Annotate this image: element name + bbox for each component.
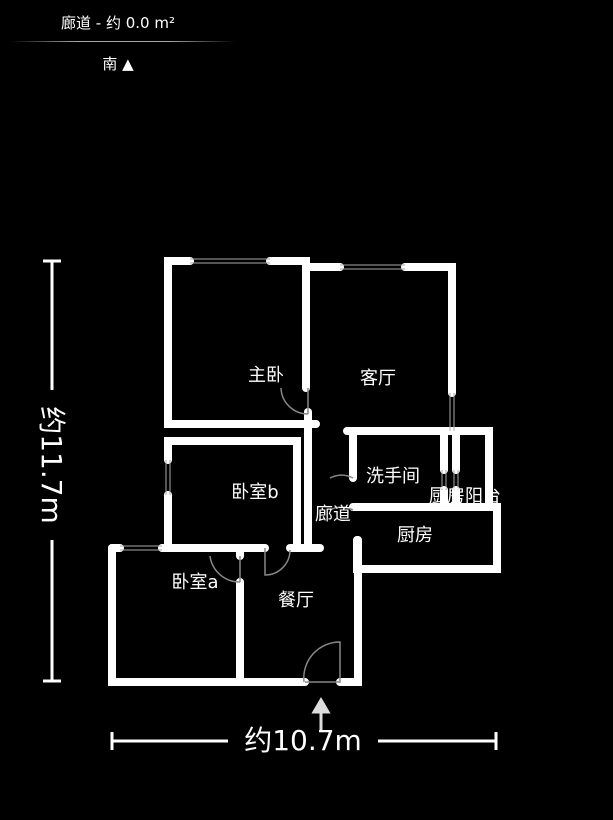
width-dimension: 约10.7m <box>110 724 498 757</box>
compass-direction[interactable]: 南 ▲ <box>102 55 134 73</box>
width-dimension-label: 约10.7m <box>244 724 362 757</box>
divider <box>10 41 236 42</box>
room-label-master-bedroom[interactable]: 主卧 <box>248 365 284 386</box>
height-dimension: 约11.7m <box>35 259 68 683</box>
room-label-living-room[interactable]: 客厅 <box>360 368 396 389</box>
room-label-corridor[interactable]: 廊道 <box>315 504 351 525</box>
room-title: 廊道 - 约 0.0 m² <box>61 14 175 32</box>
entrance-arrow-icon <box>311 697 331 730</box>
room-label-bedroom-b[interactable]: 卧室b <box>231 482 278 503</box>
room-label-kitchen[interactable]: 厨房 <box>397 525 433 546</box>
room-label-dining-room[interactable]: 餐厅 <box>278 590 314 611</box>
walls <box>108 257 501 686</box>
room-label-kitchen-balcony[interactable]: 厨房阳台 <box>429 486 501 507</box>
windows <box>120 258 459 551</box>
height-dimension-label: 约11.7m <box>35 406 68 524</box>
doors <box>209 387 354 683</box>
room-label-bathroom[interactable]: 洗手间 <box>366 466 420 487</box>
room-label-bedroom-a[interactable]: 卧室a <box>171 572 218 593</box>
